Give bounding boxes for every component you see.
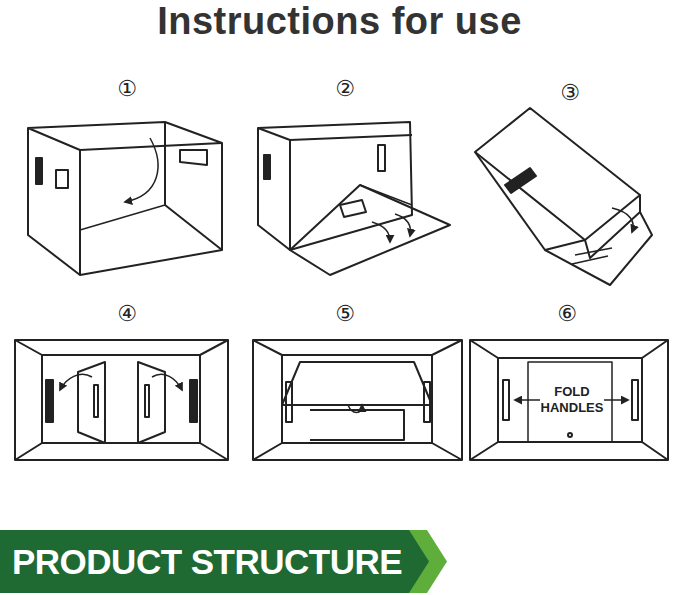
panel-note: FOLD HANDLES bbox=[536, 384, 608, 417]
callout-number: ③ bbox=[560, 80, 580, 105]
step-3-box bbox=[475, 108, 652, 285]
callout-number: ④ bbox=[117, 301, 137, 326]
step-6-box bbox=[470, 340, 668, 460]
step-2-box bbox=[258, 122, 450, 275]
callout-number: ② bbox=[335, 76, 355, 101]
callout-number: ⑤ bbox=[335, 301, 355, 326]
step-1-box bbox=[28, 122, 222, 275]
step-4-box bbox=[15, 340, 228, 460]
title-banner: PRODUCT STRUCTURE bbox=[0, 530, 429, 593]
page-title: Instructions for use bbox=[0, 0, 679, 43]
step-5-box bbox=[253, 340, 462, 460]
banner-text: PRODUCT STRUCTURE bbox=[12, 542, 402, 582]
callout-number: ① bbox=[117, 76, 137, 101]
callout-number: ⑥ bbox=[557, 301, 577, 326]
